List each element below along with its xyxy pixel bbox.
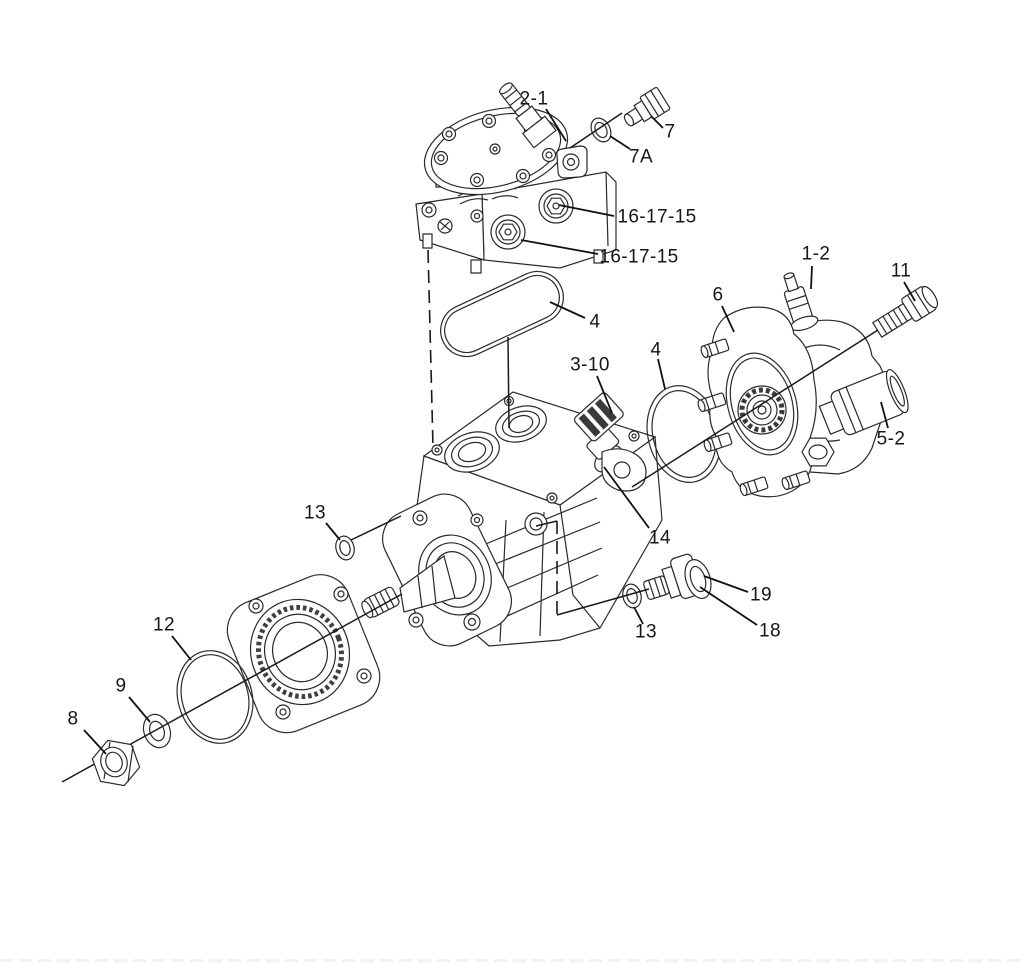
fitting-2-1 xyxy=(492,77,556,147)
callout-3-10: 3-10 xyxy=(570,354,610,376)
callout-9: 9 xyxy=(115,675,127,697)
callout-14: 14 xyxy=(649,527,671,549)
callout-13-left: 13 xyxy=(304,502,326,524)
part-plug-7 xyxy=(619,87,671,133)
callout-7a: 7A xyxy=(628,146,654,168)
callout-5-2: 5-2 xyxy=(876,428,906,450)
part-pump-housing xyxy=(359,392,662,655)
part-sleeve-19 xyxy=(680,556,715,601)
part-hex-plug xyxy=(802,438,834,466)
callout-1-2: 1-2 xyxy=(801,243,831,265)
part-gasket-4 xyxy=(432,263,572,365)
cropped-caption-artifact xyxy=(0,959,1024,962)
part-fuel-control-valve-block xyxy=(415,77,616,273)
callout-16-17-15-a: 16-17-15 xyxy=(617,206,697,228)
callout-16-17-15-b: 16-17-15 xyxy=(599,246,679,268)
part-sealing-washer-7a xyxy=(587,115,615,146)
solenoid-valve-upper xyxy=(539,189,573,223)
part-washer-9 xyxy=(139,711,175,752)
pump-drive-gear xyxy=(738,386,786,434)
callout-11: 11 xyxy=(890,260,912,282)
part-valve-1-2 xyxy=(775,269,820,333)
callout-8: 8 xyxy=(67,708,79,730)
callout-12: 12 xyxy=(153,614,175,636)
callout-6: 6 xyxy=(712,284,724,306)
callout-18: 18 xyxy=(759,620,781,642)
callout-4-oring: 4 xyxy=(650,339,662,361)
callout-7: 7 xyxy=(664,121,676,143)
callout-13-bottom: 13 xyxy=(635,621,657,643)
hose-studs xyxy=(697,339,810,497)
part-washer-13-left xyxy=(333,534,357,562)
part-oring-12 xyxy=(166,642,263,753)
callout-2-1: 2-1 xyxy=(519,88,549,110)
part-mounting-flange xyxy=(218,566,388,742)
callout-19: 19 xyxy=(750,584,772,606)
callout-4-gasket: 4 xyxy=(589,311,601,333)
callout-leaders xyxy=(84,109,915,754)
assembly-axes xyxy=(62,113,878,782)
solenoid-valve-lower xyxy=(491,215,525,249)
part-bolt-11 xyxy=(870,283,941,341)
